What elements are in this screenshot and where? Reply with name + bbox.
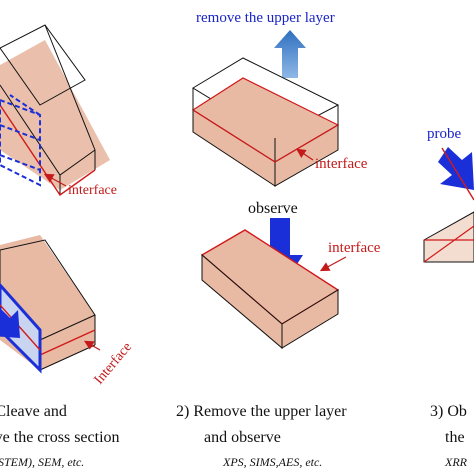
panel2-remove-label: remove the upper layer [196,10,335,26]
panel2-bottom-slab [200,229,340,350]
panel2-interface-pointer-a [296,148,314,161]
panel1-observe-arrow [0,308,20,338]
panel2-interface-label-b: interface [328,240,381,256]
panel2-methods: XPS, SIMS,AES, etc. [222,455,322,469]
panel3-methods: XRR [444,455,468,469]
panel2-observe-label: observe [248,200,298,217]
panel3-probe-arrow [438,147,474,190]
panel1-top-block [0,24,110,196]
panel1-interface-pointer-bottom [83,340,101,351]
panel1-interface-label-top: interface [68,183,117,198]
panel1-caption-line2: observe the cross section [0,429,120,446]
panel2-up-arrow [274,30,306,78]
panel1-interface-pointer-top [43,173,67,187]
panel1-methods: (STEM), SEM, etc. [0,455,84,469]
panel2-interface-pointer-b [319,256,347,272]
panel3-sample-block [423,211,474,263]
panel2-caption-line1: 2) Remove the upper layer [176,403,347,420]
panel2-caption-line2: and observe [204,429,281,446]
panel2-interface-label-a: interface [315,156,368,172]
panel3-probe-label: probe [427,126,461,142]
panel3-caption-line1: 3) Ob [430,403,467,420]
panel-1-cleave: interface Interface 1) Cleave and observ… [0,24,135,469]
panel1-bottom-block [0,235,96,374]
panel1-caption-line1: 1) Cleave and [0,403,67,420]
panel3-probe-beam [441,147,474,201]
panel-2-remove: remove the upper layer interface observe… [176,10,381,469]
panel3-caption-line2: the [445,429,465,446]
panel-3-probe: probe 3) Ob the XRR [423,126,474,469]
panel1-interface-label-bottom: Interface [92,340,135,388]
